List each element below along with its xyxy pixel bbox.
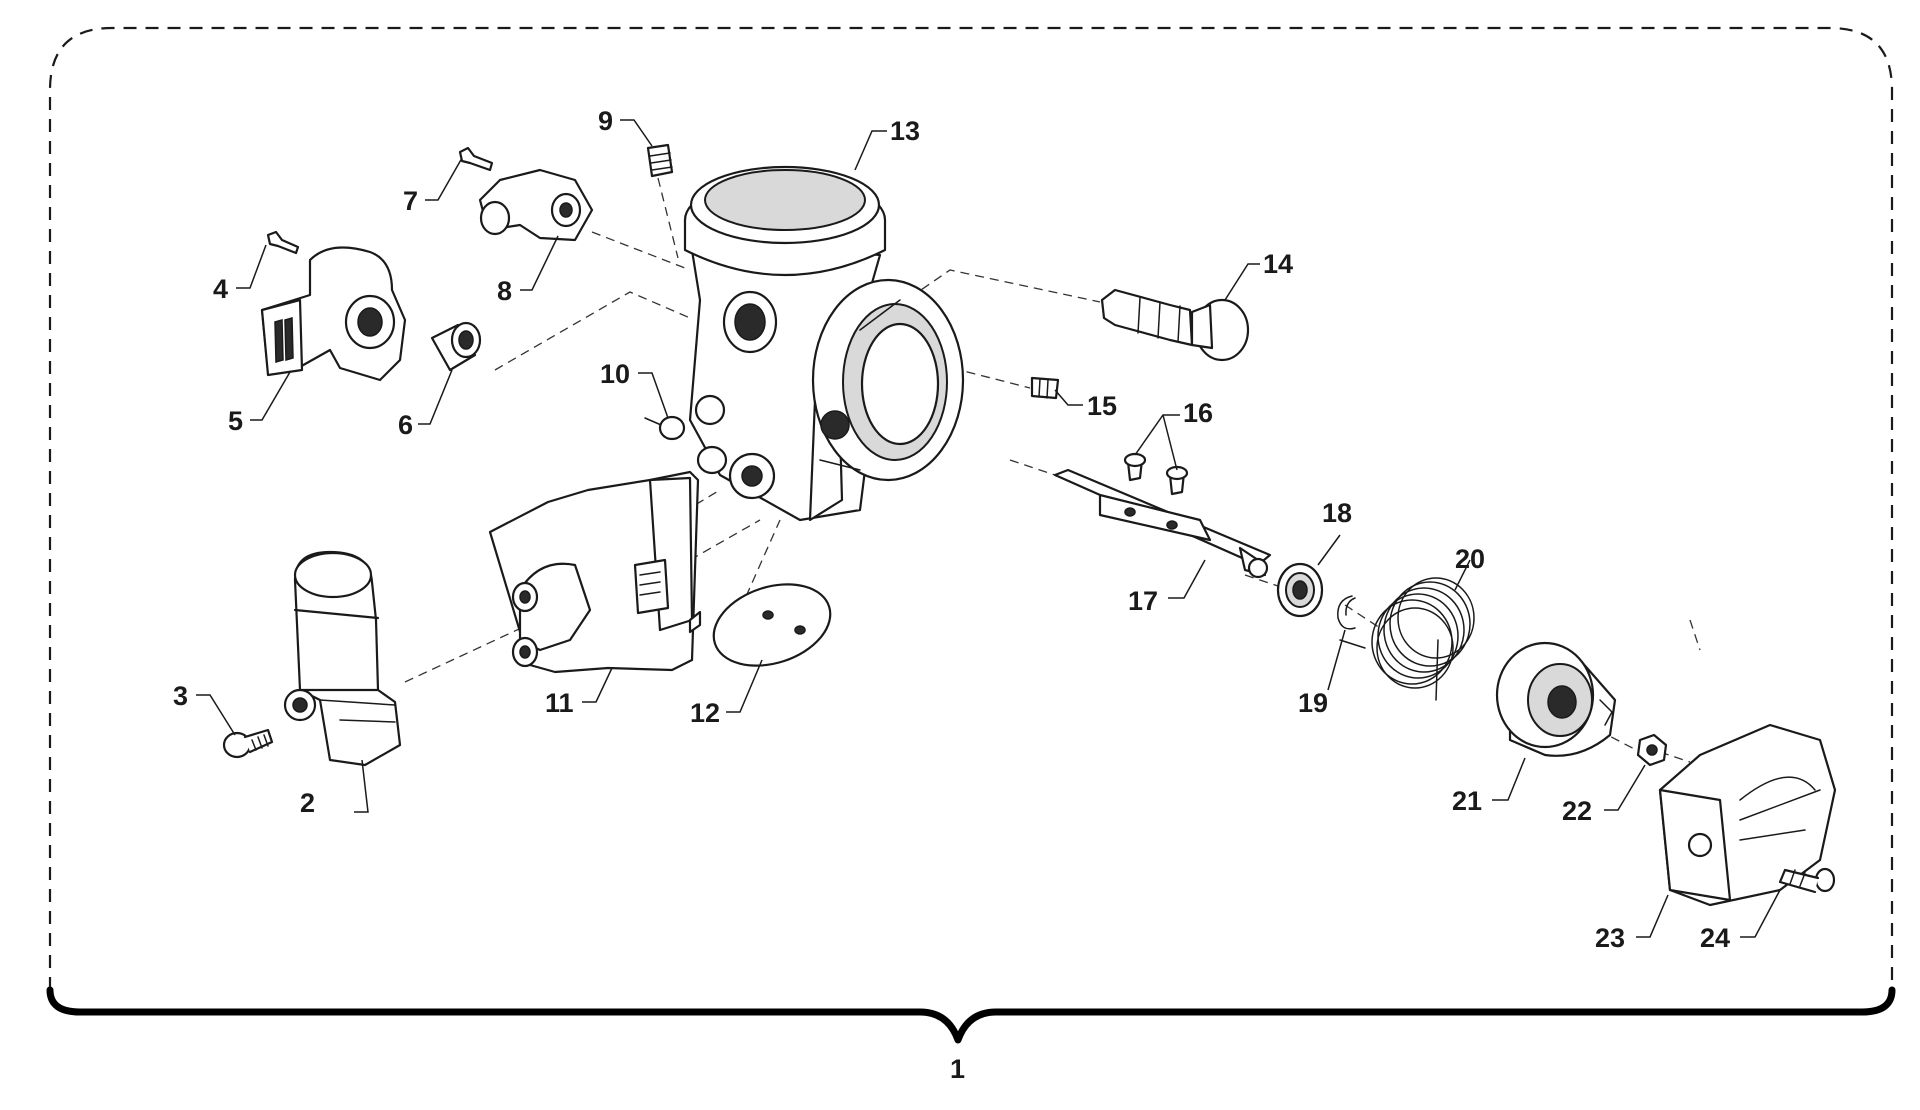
screw-7 (458, 146, 494, 172)
throttle-body (683, 165, 965, 522)
callout-4: 4 (213, 274, 228, 304)
callout-12: 12 (690, 698, 720, 728)
callout-5: 5 (228, 406, 243, 436)
grub-screw-15 (1030, 376, 1060, 400)
sensor-bracket (478, 168, 594, 242)
callout-16: 16 (1183, 398, 1213, 428)
map-sensor (283, 550, 402, 767)
callout-7: 7 (403, 186, 418, 216)
callout-13: 13 (890, 116, 920, 146)
callout-18: 18 (1322, 498, 1352, 528)
callout-22: 22 (1562, 796, 1592, 826)
callout-23: 23 (1595, 923, 1625, 953)
callout-8: 8 (497, 276, 512, 306)
screw-3 (222, 728, 274, 759)
callout-24: 24 (1700, 923, 1730, 953)
circlip (1337, 595, 1356, 630)
screws-16 (1123, 452, 1189, 496)
callout-10: 10 (600, 359, 630, 389)
callout-21: 21 (1452, 786, 1482, 816)
callout-6: 6 (398, 410, 413, 440)
callout-17: 17 (1128, 586, 1158, 616)
leader-lines (196, 119, 1781, 938)
callout-2: 2 (300, 788, 315, 818)
ball-bearing (1276, 562, 1324, 618)
throttle-shaft (1053, 468, 1272, 579)
callout-15: 15 (1087, 391, 1117, 421)
temperature-sensor (1100, 288, 1250, 362)
ecu-module (488, 470, 702, 674)
return-spring (1339, 577, 1475, 701)
screw-24 (1778, 867, 1836, 894)
screw-4 (266, 230, 300, 255)
callout-labels: 1 2 3 4 5 6 7 8 9 10 11 12 13 14 15 16 1… (173, 106, 1730, 1084)
callout-1: 1 (950, 1054, 965, 1084)
callout-3: 3 (173, 681, 188, 711)
callout-19: 19 (1298, 688, 1328, 718)
assembly-frame (48, 26, 1894, 990)
throttle-cover (1658, 723, 1837, 907)
throttle-position-sensor (260, 246, 407, 382)
grub-screw-9 (646, 143, 674, 178)
callout-9: 9 (598, 106, 613, 136)
bearing-sleeve (430, 321, 482, 372)
pin-10 (644, 415, 686, 441)
callout-14: 14 (1263, 249, 1293, 279)
callout-20: 20 (1455, 544, 1485, 574)
assembly-brace (46, 986, 1896, 1044)
spring-housing (1495, 641, 1617, 757)
callout-11: 11 (545, 688, 574, 718)
throttle-plate (712, 583, 832, 667)
nut (1636, 733, 1668, 767)
